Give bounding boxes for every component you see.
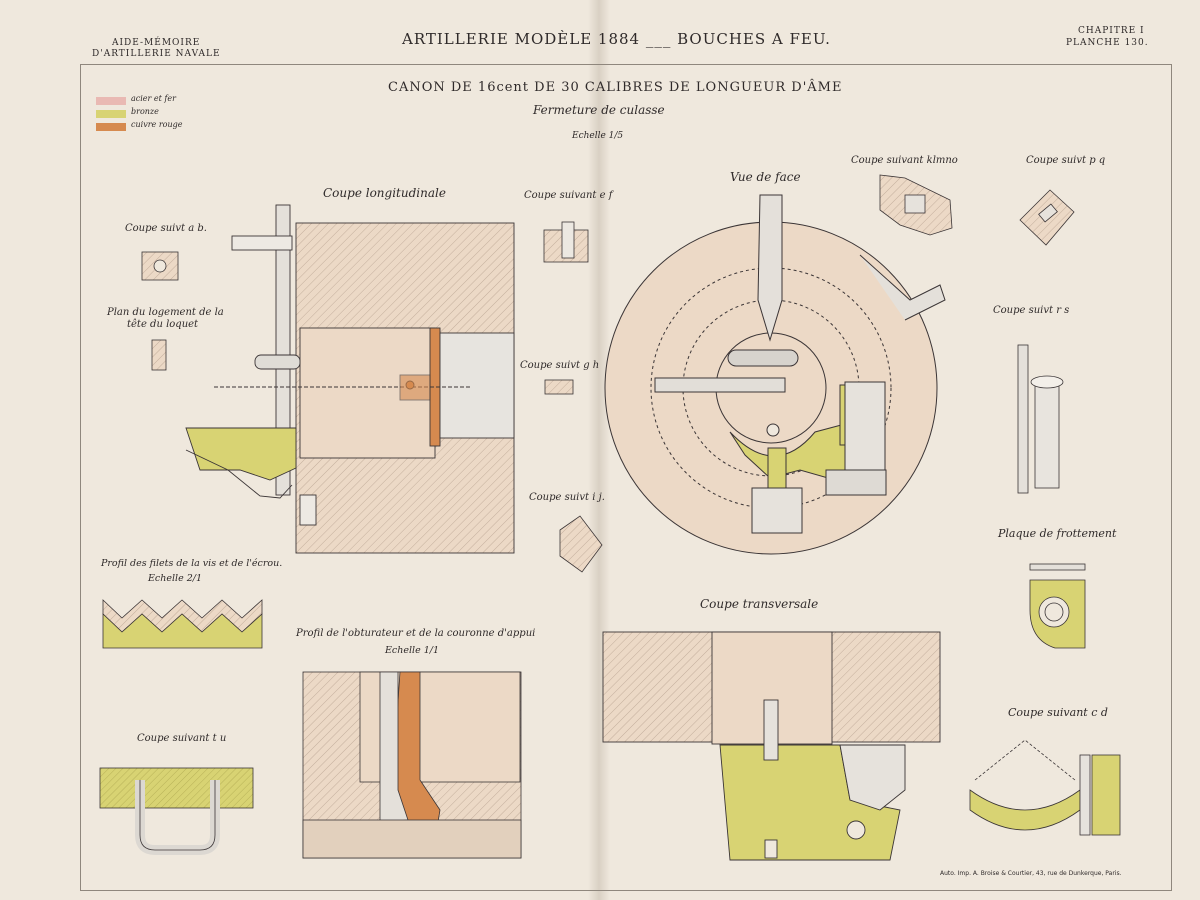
header-left-line1: AIDE-MÉMOIRE bbox=[112, 38, 201, 48]
caption-coupe-longitudinale: Coupe longitudinale bbox=[323, 186, 446, 200]
coupe-ef-view bbox=[543, 221, 589, 263]
header-center-title: ARTILLERIE MODÈLE 1884 ___ BOUCHES A FEU… bbox=[402, 30, 831, 48]
coupe-gh-view bbox=[544, 379, 574, 395]
header-right-line1: CHAPITRE I bbox=[1078, 26, 1145, 36]
profil-filets-view bbox=[102, 599, 263, 649]
caption-coupe-transversale: Coupe transversale bbox=[700, 597, 819, 611]
coupe-klmno-view bbox=[879, 174, 953, 236]
coupe-longitudinale-view bbox=[185, 204, 515, 554]
caption-profil-filets: Profil des filets de la vis et de l'écro… bbox=[101, 558, 283, 569]
caption-coupe-tu: Coupe suivant t u bbox=[137, 733, 227, 744]
vue-de-face-view bbox=[604, 194, 946, 555]
caption-coupe-ef: Coupe suivant e f bbox=[524, 190, 613, 201]
header-left-line2: D'ARTILLERIE NAVALE bbox=[92, 49, 221, 59]
caption-coupe-gh: Coupe suivt g h bbox=[520, 360, 600, 371]
header-right-line2: PLANCHE 130. bbox=[1066, 38, 1149, 48]
legend-label-bronze: bronze bbox=[131, 107, 159, 116]
caption-vue-de-face: Vue de face bbox=[730, 170, 801, 184]
caption-coupe-rs: Coupe suivt r s bbox=[993, 305, 1070, 316]
plaque-frottement-view bbox=[1029, 563, 1086, 649]
legend-swatch-bronze bbox=[96, 110, 126, 118]
plan-logement-view bbox=[151, 339, 167, 371]
coupe-cd-view bbox=[969, 739, 1121, 836]
caption-coupe-cd: Coupe suivant c d bbox=[1008, 706, 1108, 719]
legend-swatch-copper bbox=[96, 123, 126, 131]
caption-echelle-2: Echelle 2/1 bbox=[148, 573, 203, 584]
drawing-frame bbox=[80, 64, 1172, 891]
coupe-tu-view bbox=[99, 767, 254, 855]
plate-title: CANON DE 16cent DE 30 CALIBRES DE LONGUE… bbox=[388, 80, 843, 95]
coupe-pq-view bbox=[1019, 189, 1075, 246]
legend-label-copper: cuivre rouge bbox=[131, 120, 183, 129]
caption-profil-obturateur: Profil de l'obturateur et de la couronne… bbox=[296, 628, 536, 639]
printer-credit: Auto. Imp. A. Broise & Courtier, 43, rue… bbox=[940, 870, 1122, 877]
caption-plan-logement-1: Plan du logement de la bbox=[107, 307, 224, 318]
legend-swatch-steel bbox=[96, 97, 126, 105]
caption-coupe-klmno: Coupe suivant klmno bbox=[851, 155, 958, 166]
plate-scale: Echelle 1/5 bbox=[572, 131, 624, 141]
profil-obturateur-view bbox=[302, 671, 522, 859]
caption-plan-logement-2: tête du loquet bbox=[127, 319, 199, 330]
coupe-ab-view bbox=[141, 251, 179, 281]
caption-coupe-ij: Coupe suivt i j. bbox=[529, 492, 605, 503]
coupe-rs-view bbox=[1017, 344, 1064, 494]
legend-label-steel: acier et fer bbox=[131, 94, 176, 103]
caption-echelle-1: Echelle 1/1 bbox=[385, 645, 440, 656]
caption-plaque-frottement: Plaque de frottement bbox=[998, 527, 1117, 540]
caption-coupe-ab: Coupe suivt a b. bbox=[125, 223, 207, 234]
caption-coupe-pq: Coupe suivt p q bbox=[1026, 155, 1106, 166]
coupe-transversale-view bbox=[602, 631, 941, 861]
coupe-ij-view bbox=[559, 515, 603, 573]
plate-subtitle: Fermeture de culasse bbox=[533, 103, 665, 117]
